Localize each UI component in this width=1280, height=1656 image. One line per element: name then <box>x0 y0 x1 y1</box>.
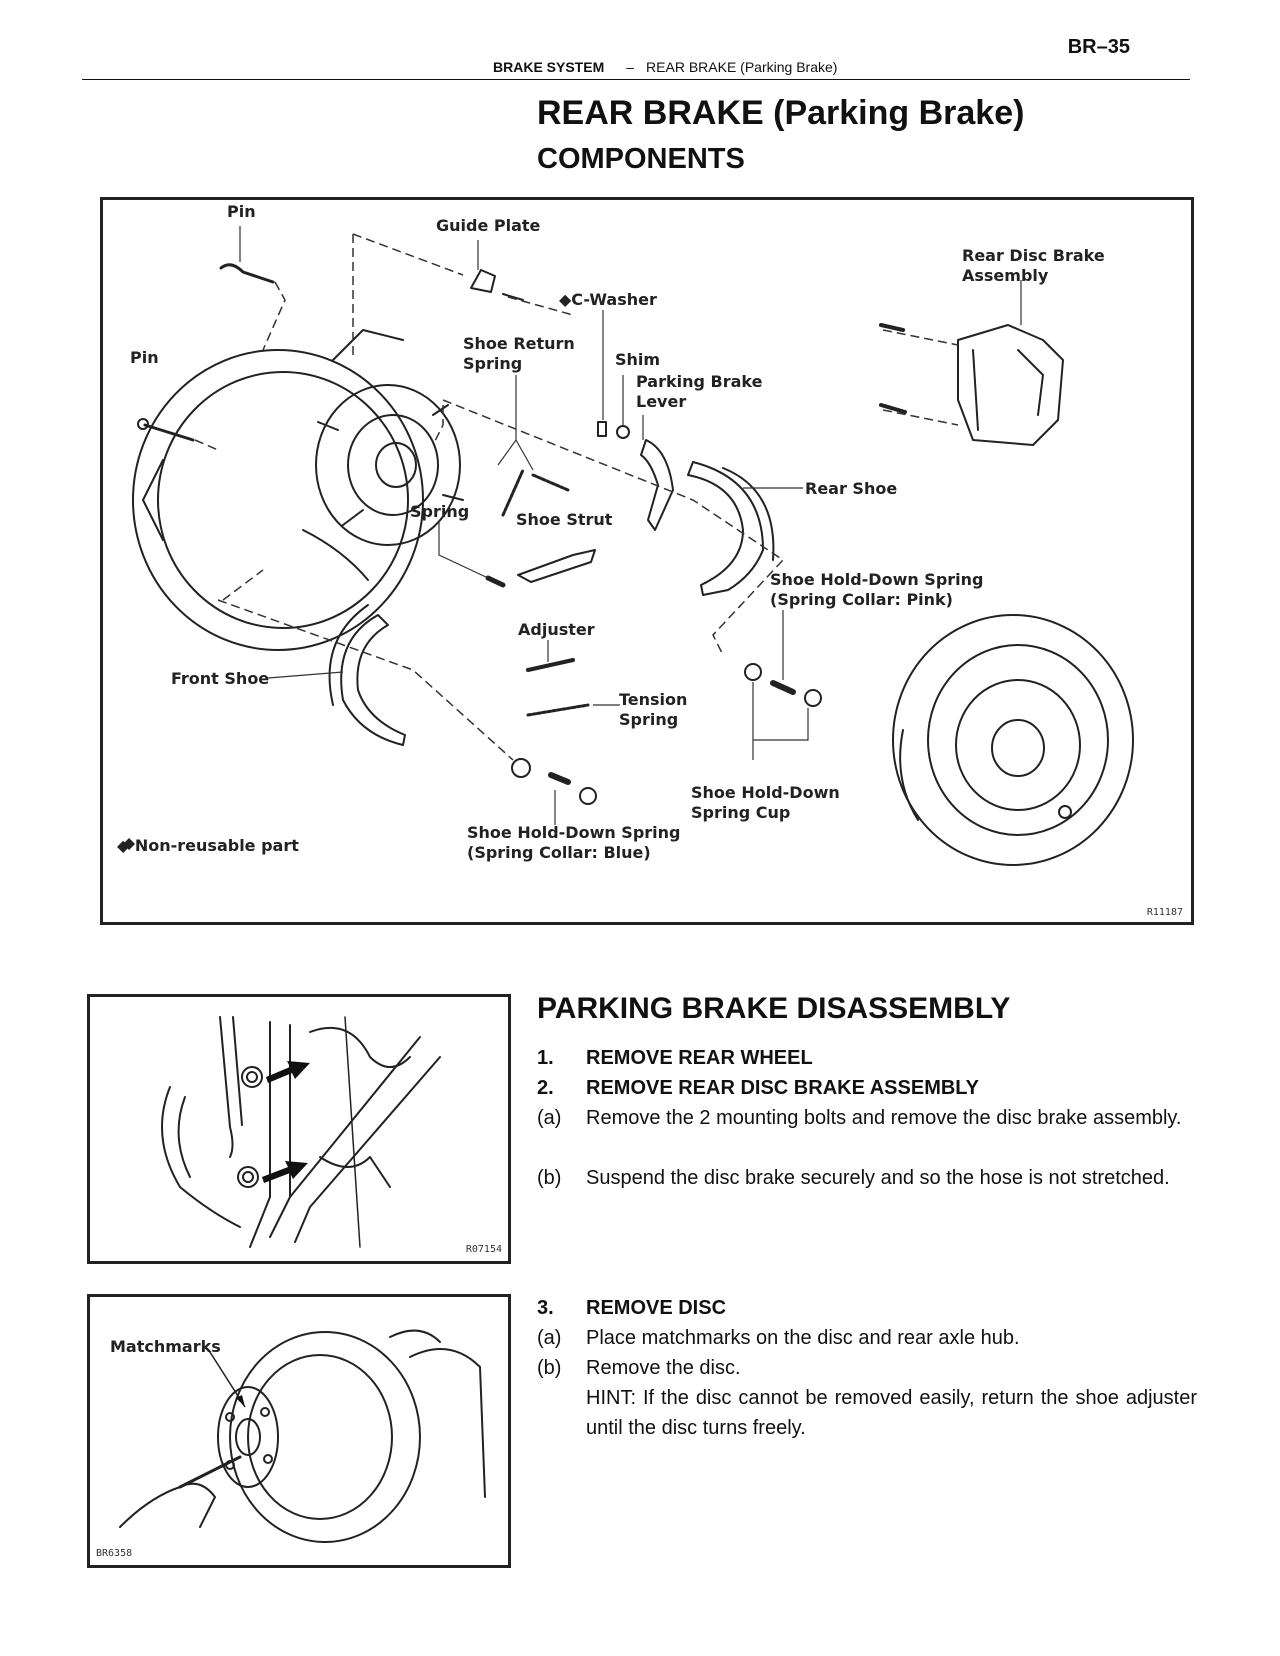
label-guide-plate: Guide Plate <box>436 216 541 235</box>
label-tension-spring-1: Tension <box>619 690 688 709</box>
caliper-removal-figure: R07154 <box>87 994 511 1264</box>
step-text: Place matchmarks on the disc and rear ax… <box>586 1327 1020 1349</box>
disassembly-heading: PARKING BRAKE DISASSEMBLY <box>537 992 1011 1025</box>
label-tension-spring-2: Spring <box>619 710 679 729</box>
caliper-drawing <box>879 323 1064 446</box>
step-text: REMOVE DISC <box>586 1297 727 1319</box>
figure-code: R11187 <box>1146 907 1183 918</box>
label-hold-down-blue-1: Shoe Hold-Down Spring <box>467 823 681 842</box>
label-hold-down-pink-1: Shoe Hold-Down Spring <box>770 570 984 589</box>
components-drawing <box>123 226 1134 866</box>
backing-plate-drawing <box>132 329 424 651</box>
step-text: REMOVE REAR WHEEL <box>586 1047 813 1069</box>
step-number: (a) <box>537 1327 562 1349</box>
label-spring: Spring <box>410 502 470 521</box>
running-header-separator: – <box>626 59 635 75</box>
step-text: Remove the 2 mounting bolts and remove t… <box>586 1107 1182 1129</box>
page-number: BR–35 <box>1067 36 1130 58</box>
step-text: REMOVE REAR DISC BRAKE ASSEMBLY <box>586 1077 980 1099</box>
label-hold-down-blue-2: (Spring Collar: Blue) <box>467 843 651 862</box>
running-header-section: BRAKE SYSTEM <box>493 59 605 75</box>
running-header-subsection: REAR BRAKE (Parking Brake) <box>646 59 838 75</box>
step-number: 1. <box>537 1047 554 1069</box>
components-heading: COMPONENTS <box>537 143 745 175</box>
label-parking-brake-lever-2: Lever <box>636 392 687 411</box>
label-rear-disc-brake-1: Rear Disc Brake <box>962 246 1105 265</box>
label-rear-disc-brake-2: Assembly <box>962 266 1049 285</box>
matchmarks-drawing <box>119 1329 486 1543</box>
step-number: 3. <box>537 1297 554 1319</box>
label-adjuster: Adjuster <box>518 620 595 639</box>
label-shoe-return-spring-1: Shoe Return <box>463 334 575 353</box>
header-rule <box>82 79 1190 80</box>
page-title: REAR BRAKE (Parking Brake) <box>537 94 1025 132</box>
arrow-icon <box>262 1061 310 1183</box>
label-pin-left: Pin <box>130 348 159 367</box>
step-text: Remove the disc. <box>586 1357 741 1379</box>
label-pin-top: Pin <box>227 202 256 221</box>
matchmarks-figure: Matchmarks BR6358 <box>87 1294 511 1568</box>
axle-hub-drawing <box>302 384 464 581</box>
step-text: Suspend the disc brake securely and so t… <box>586 1167 1170 1189</box>
label-shim: Shim <box>615 350 661 369</box>
label-c-washer: ◆C-Washer <box>559 290 657 309</box>
disc-rotor-drawing <box>892 614 1134 866</box>
label-shoe-return-spring-2: Spring <box>463 354 523 373</box>
figure-code: R07154 <box>465 1244 502 1255</box>
label-shoe-strut: Shoe Strut <box>516 510 613 529</box>
step-number: (b) <box>537 1357 562 1379</box>
step-number: (b) <box>537 1167 562 1189</box>
components-figure: Pin Guide Plate ◆C-Washer Rear Disc Brak… <box>100 197 1194 925</box>
label-matchmarks: Matchmarks <box>110 1337 221 1356</box>
label-hold-down-pink-2: (Spring Collar: Pink) <box>770 590 953 609</box>
label-front-shoe: Front Shoe <box>171 669 270 688</box>
hint-text: HINT: If the disc cannot be removed easi… <box>586 1387 1197 1439</box>
label-hold-down-cup-2: Spring Cup <box>691 803 791 822</box>
running-header: BRAKE SYSTEM –REAR BRAKE (Parking Brake) <box>493 59 837 75</box>
step-number: 2. <box>537 1077 554 1099</box>
caliper-removal-drawing <box>161 1016 441 1248</box>
label-parking-brake-lever-1: Parking Brake <box>636 372 763 391</box>
step-number: (a) <box>537 1107 562 1129</box>
label-hold-down-cup-1: Shoe Hold-Down <box>691 783 840 802</box>
legend-non-reusable: ◆ Non-reusable part <box>117 836 299 855</box>
figure-code: BR6358 <box>96 1548 133 1559</box>
label-rear-shoe: Rear Shoe <box>805 479 898 498</box>
legend-diamond <box>123 838 135 850</box>
